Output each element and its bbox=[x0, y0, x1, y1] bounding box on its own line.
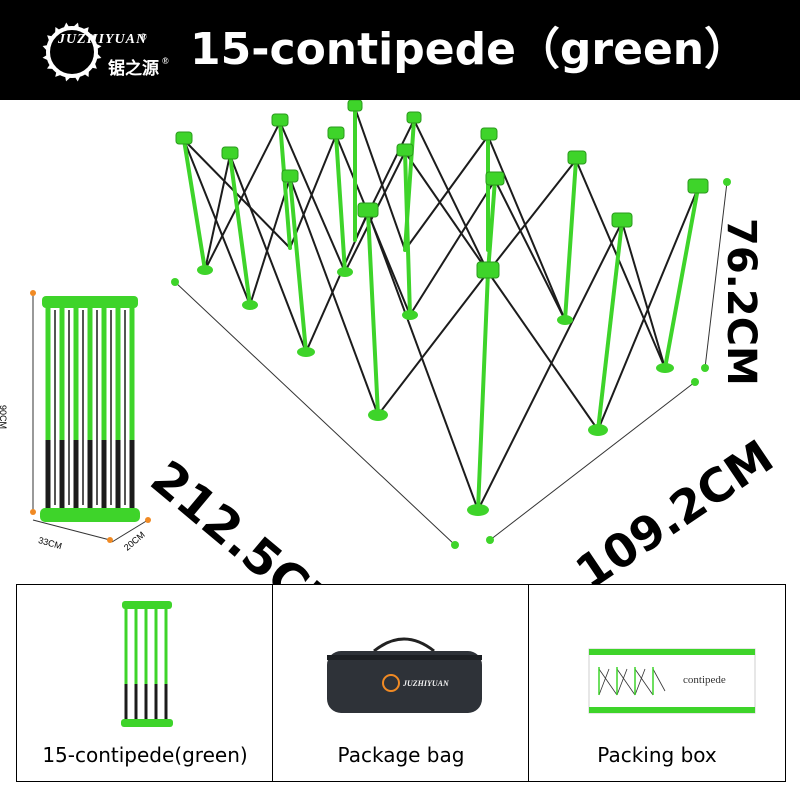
package-bag-image bbox=[327, 637, 482, 713]
product-photo bbox=[30, 100, 731, 549]
leg-caps bbox=[175, 100, 709, 279]
product-title: 15-contipede（green） bbox=[190, 24, 749, 75]
registered-mark-2: ® bbox=[162, 56, 170, 66]
saw-blade-logo-icon bbox=[42, 22, 102, 82]
folded-sawhorse bbox=[40, 296, 140, 522]
folded-height-label: 90CM bbox=[0, 405, 8, 430]
header-bar: JUZHIYUAN ® 锯之源 ® 15-contipede（green） bbox=[0, 0, 800, 100]
panel-packing-box: contipede Packing box bbox=[528, 584, 786, 782]
brand-name: JUZHIYUAN bbox=[58, 32, 148, 47]
registered-mark: ® bbox=[140, 32, 148, 42]
green-legs bbox=[182, 106, 700, 512]
caption-packing-box: Packing box bbox=[597, 743, 717, 767]
packing-box-image bbox=[588, 648, 756, 714]
leg-feet bbox=[197, 265, 674, 516]
folded-dimension-endpoints bbox=[30, 290, 151, 543]
box-product-label: contipede bbox=[683, 674, 726, 686]
bag-brand-text: JUZHIYUAN bbox=[403, 679, 449, 688]
caption-folded-sawhorse: 15-contipede(green) bbox=[42, 743, 248, 767]
package-contents-panels: 15-contipede(green) JUZHIYUAN Package ba… bbox=[16, 584, 786, 784]
caption-package-bag: Package bag bbox=[337, 743, 465, 767]
panel-folded-sawhorse: 15-contipede(green) bbox=[16, 584, 274, 782]
brand-chinese-name: 锯之源 bbox=[108, 59, 159, 79]
height-dimension-label: 76.2CM bbox=[718, 218, 764, 386]
folded-dimension-lines bbox=[32, 293, 149, 543]
dimension-endpoints bbox=[171, 178, 731, 549]
panel-package-bag: JUZHIYUAN Package bag bbox=[272, 584, 530, 782]
cross-braces bbox=[183, 107, 699, 511]
folded-sawhorse-thumbnail bbox=[121, 601, 173, 727]
dimension-lines bbox=[174, 181, 728, 546]
